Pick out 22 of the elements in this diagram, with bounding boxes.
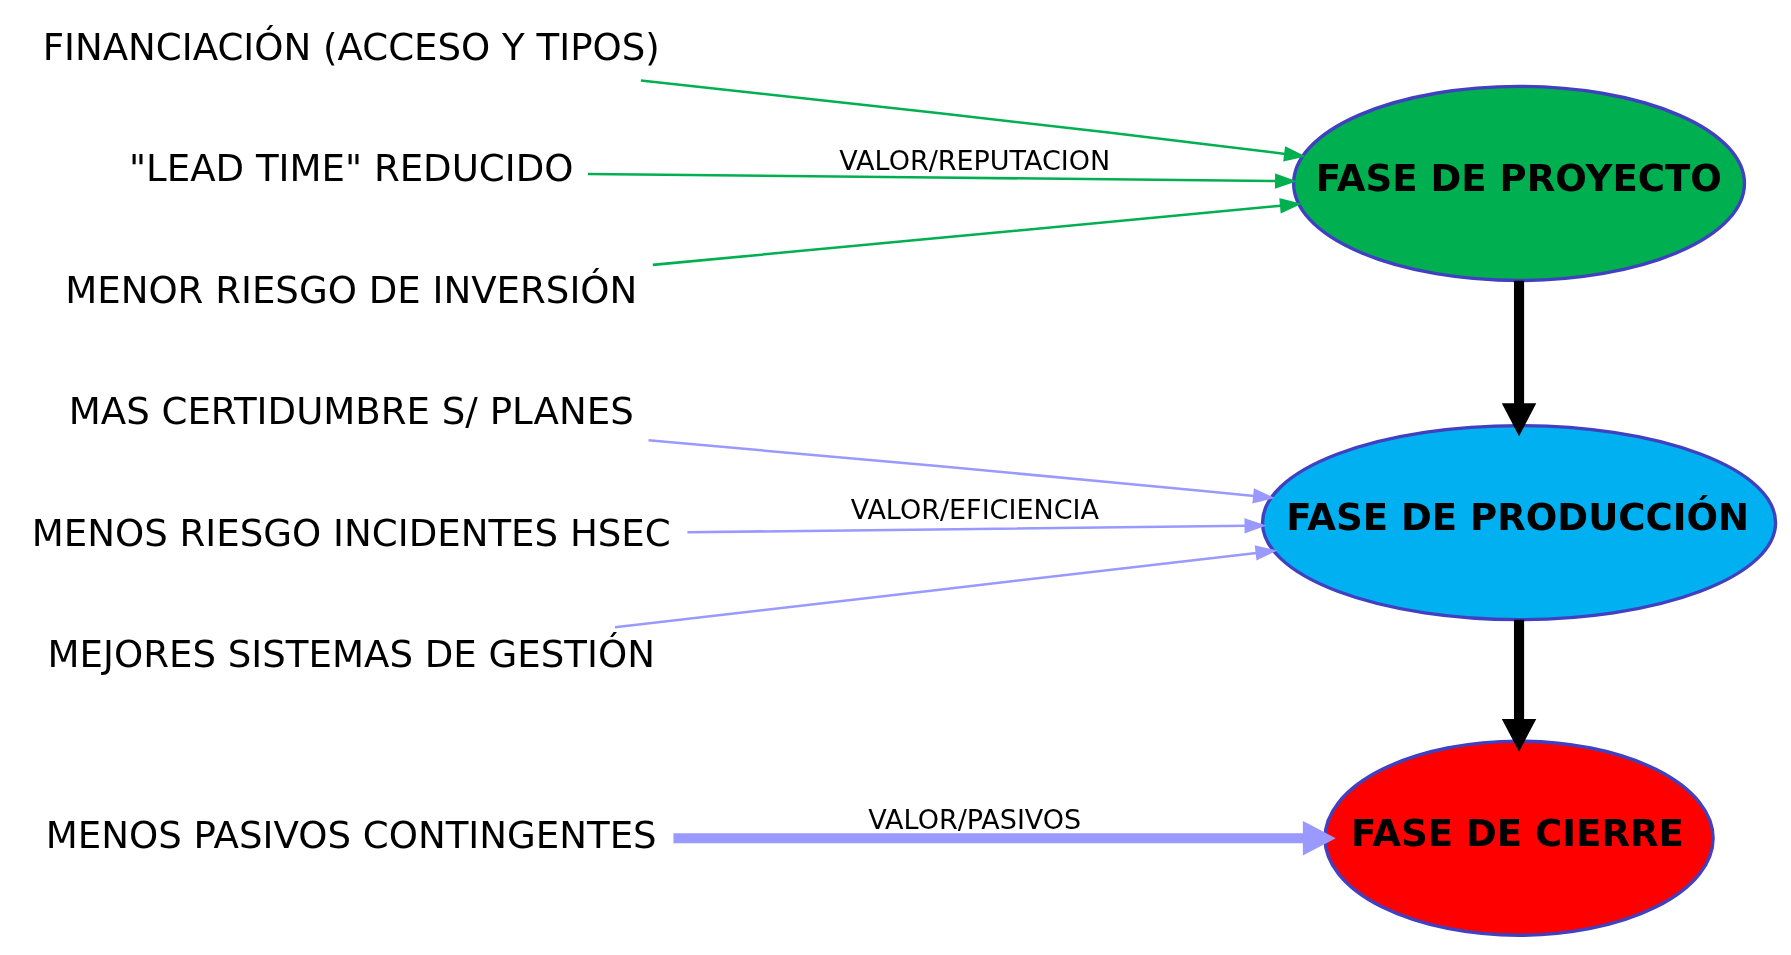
node-ellipse: FASE DE CIERRE <box>1323 739 1715 937</box>
node-text: MENOS PASIVOS CONTINGENTES <box>45 813 657 857</box>
arrow <box>587 172 1297 189</box>
node-text: "LEAD TIME" REDUCIDO <box>129 147 574 191</box>
arrow <box>614 545 1278 629</box>
edge-label: VALOR/REPUTACION <box>839 144 1111 176</box>
node-ellipse: FASE DE PROYECTO <box>1291 84 1747 283</box>
node-text: MAS CERTIDUMBRE S/ PLANES <box>68 390 634 434</box>
arrow <box>640 79 1306 162</box>
edge-label: VALOR/PASIVOS <box>868 804 1082 836</box>
node-text: MENOS RIESGO INCIDENTES HSEC <box>31 511 671 555</box>
edge-label: VALOR/EFICIENCIA <box>850 493 1099 525</box>
arrow <box>687 518 1267 534</box>
arrow <box>648 439 1275 504</box>
arrow <box>673 821 1336 856</box>
arrow <box>652 198 1302 267</box>
node-text: MEJORES SISTEMAS DE GESTIÓN <box>47 633 655 677</box>
node-ellipse: FASE DE PRODUCCIÓN <box>1260 423 1778 622</box>
arrow <box>1501 619 1537 752</box>
arrow <box>1501 280 1537 437</box>
node-text: MENOR RIESGO DE INVERSIÓN <box>65 268 638 312</box>
node-text: FINANCIACIÓN (ACCESO Y TIPOS) <box>42 25 660 69</box>
